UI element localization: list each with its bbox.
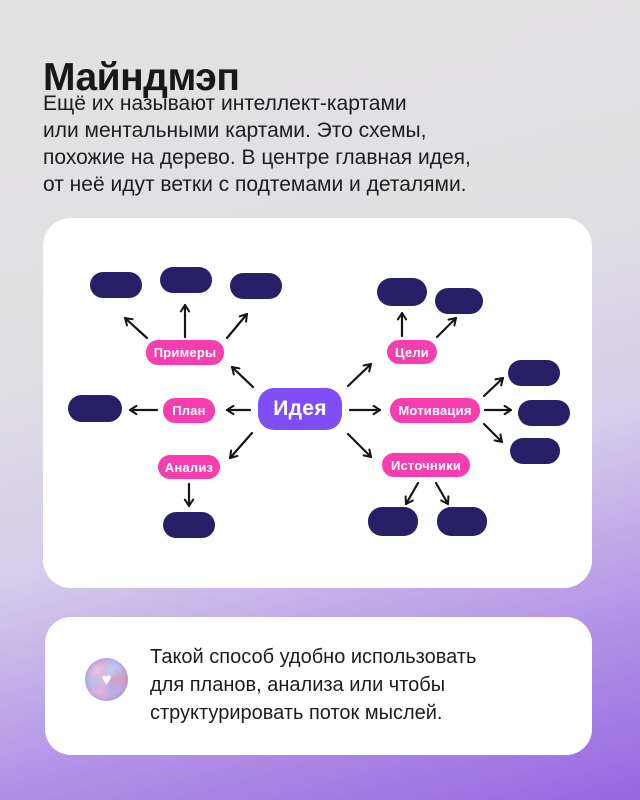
mindmap-card: Примеры План Анализ Цели Мотивация Источ…	[43, 218, 592, 588]
blank-node	[90, 272, 142, 298]
central-idea-node: Идея	[258, 388, 342, 430]
branch-motivation: Мотивация	[390, 398, 480, 423]
branch-sources: Источники	[382, 453, 470, 477]
intro-line: Ещё их называют интеллект-картами	[43, 92, 407, 115]
footer-line: для планов, анализа или чтобы	[150, 674, 446, 696]
branch-analysis: Анализ	[158, 455, 220, 479]
blank-node	[508, 360, 560, 386]
branch-examples: Примеры	[146, 340, 224, 365]
arrow-idea-to-examples	[230, 365, 255, 389]
blank-node	[68, 395, 122, 422]
arrow-examples-child-right	[225, 312, 249, 340]
blank-node	[377, 278, 427, 306]
arrow-examples-child-left	[123, 316, 149, 340]
arrow-idea-to-goals	[346, 362, 373, 388]
arrow-sources-child-left	[404, 481, 420, 506]
arrow-sources-child-right	[434, 481, 450, 506]
arrow-motivation-child-up	[482, 376, 505, 398]
footer-text: Такой способ удобно использовать для пла…	[150, 643, 476, 727]
footer-line: структурировать поток мыслей.	[150, 702, 443, 724]
arrow-idea-to-sources	[346, 432, 373, 459]
intro-line: от неё идут ветки с подтемами и деталями…	[43, 173, 467, 196]
blank-node	[230, 273, 282, 299]
intro-paragraph: Ещё их называют интеллект-картами или ме…	[43, 90, 471, 198]
blank-node	[510, 438, 560, 464]
arrow-motivation-child-down	[482, 422, 504, 444]
footer-line: Такой способ удобно использовать	[150, 646, 477, 668]
intro-line: или ментальными картами. Это схемы,	[43, 119, 427, 142]
blank-node	[518, 400, 570, 426]
footer-card: Такой способ удобно использовать для пла…	[45, 617, 592, 755]
arrow-goals-child-diag	[435, 316, 458, 339]
arrow-idea-to-analysis	[228, 431, 254, 460]
intro-line: похожие на дерево. В центре главная идея…	[43, 146, 471, 169]
blank-node	[163, 512, 215, 538]
blank-node	[437, 507, 487, 536]
blank-node	[368, 507, 418, 536]
donut-heart-icon	[85, 658, 128, 701]
blank-node	[435, 288, 483, 314]
mindmap-arrows	[123, 303, 513, 508]
branch-goals: Цели	[387, 340, 437, 364]
branch-plan: План	[163, 398, 215, 423]
blank-node	[160, 267, 212, 293]
page-title: Майндмэп	[43, 56, 240, 100]
